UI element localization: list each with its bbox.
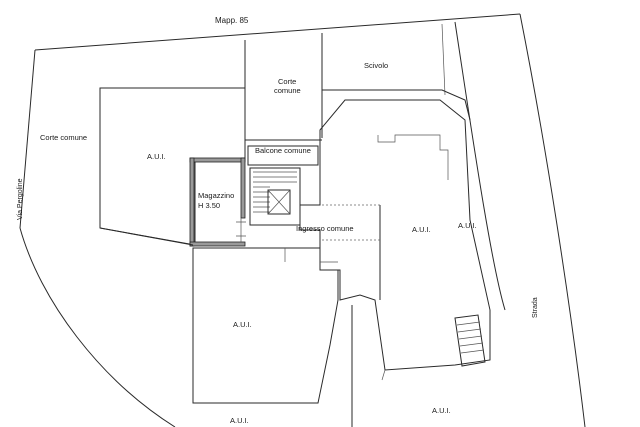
- stair-core-outline: [249, 167, 301, 226]
- main-building-notch: [377, 134, 449, 180]
- stair-treads: [253, 171, 297, 213]
- parcel-left-boundary: [19, 49, 36, 229]
- magazzino-label: Magazzino: [198, 191, 234, 200]
- strada-edge-left: [454, 21, 506, 311]
- magazzino-wall-bottom: [189, 241, 246, 247]
- aui-far-right-label: A.U.I.: [458, 221, 477, 230]
- corte-comune-top-label-2: comune: [274, 86, 301, 95]
- ramp-outline: [454, 314, 486, 367]
- aui-center-right-label: A.U.I.: [412, 225, 431, 234]
- ramp-lines: [456, 321, 485, 354]
- via-pergoline-label: Via Pergoline: [17, 178, 24, 220]
- magazzino-height-label: H 3.50: [198, 201, 220, 210]
- balcone-comune-label: Balcone comune: [255, 146, 311, 155]
- magazzino-wall-right: [240, 157, 246, 219]
- lower-left-block: [192, 247, 339, 404]
- scivolo-label: Scivolo: [364, 61, 388, 70]
- balcone-comune-box: [247, 145, 319, 166]
- strada-label: Strada: [532, 297, 539, 318]
- mapp-label: Mapp. 85: [215, 16, 249, 25]
- corte-comune-left-label: Corte comune: [40, 133, 87, 142]
- corridor-dash: [322, 204, 380, 241]
- lower-divider-2: [381, 369, 386, 381]
- corte-comune-top-label-1: Corte: [278, 77, 296, 86]
- aui-left-label: A.U.I.: [147, 152, 166, 161]
- elevator-cross: [267, 189, 291, 215]
- connector-line: [99, 227, 194, 246]
- magazzino-door: [236, 218, 246, 242]
- elevator-shaft: [267, 189, 291, 215]
- strada-edge-right: [519, 13, 586, 427]
- via-pergoline-edge: [19, 227, 176, 427]
- main-building-outline: [299, 99, 491, 371]
- aui-bottom-right-label: A.U.I.: [432, 406, 451, 415]
- parcel-top-boundary: [34, 13, 521, 51]
- corte-comune-left-area: [99, 87, 246, 246]
- aui-lower-center-label: A.U.I.: [233, 320, 252, 329]
- magazzino-wall-top: [189, 157, 246, 163]
- lower-left-internal-wall: [284, 248, 338, 263]
- aui-bottom-center-label: A.U.I.: [230, 416, 249, 425]
- scivolo-bottom-edge: [322, 89, 471, 121]
- strada-inner-curb: [441, 23, 446, 96]
- magazzino-wall-left: [189, 157, 195, 247]
- ingresso-comune-label: Ingresso comune: [296, 224, 354, 233]
